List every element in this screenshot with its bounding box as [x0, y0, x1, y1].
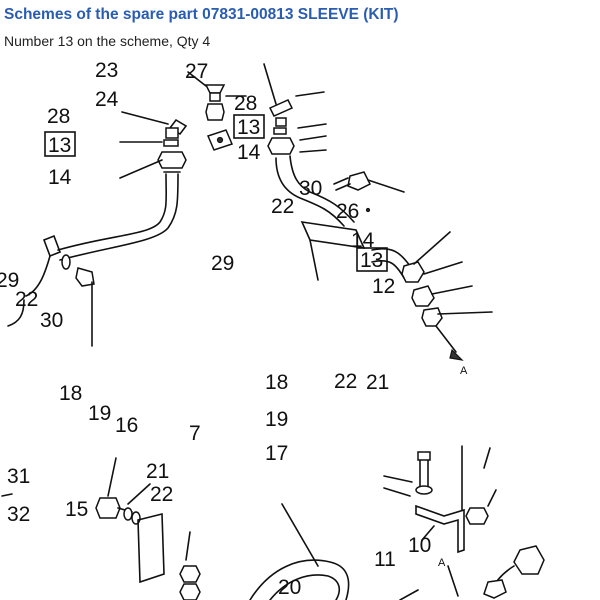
scheme-drawing: 23 27 24 28 28 13 13 13 14 14 14 30 22 2… — [0, 59, 545, 600]
parts-scheme: 23 27 24 28 28 13 13 13 14 14 14 30 22 2… — [0, 55, 600, 600]
callout-27: 27 — [185, 60, 208, 83]
callout-20: 20 — [278, 576, 301, 599]
callout-14: 14 — [48, 166, 72, 189]
callout-13-highlighted: 13 — [360, 249, 383, 272]
callout-29: 29 — [211, 252, 234, 275]
callout-11: 11 — [374, 548, 396, 571]
callout-18: 18 — [265, 371, 288, 394]
callout-21: 21 — [146, 460, 169, 483]
highlight-box-13 — [44, 131, 76, 157]
bolt-assembly-26 — [333, 171, 405, 213]
highlight-box-13 — [356, 247, 388, 272]
center-fitting-assembly — [187, 71, 247, 151]
callout-30: 30 — [299, 177, 322, 200]
callout-17: 17 — [265, 442, 288, 465]
callout-10: 10 — [408, 534, 431, 557]
callout-7: 7 — [189, 422, 201, 445]
callout-22: 22 — [271, 195, 294, 218]
callout-14: 14 — [237, 141, 261, 164]
callout-24: 24 — [95, 88, 119, 111]
lower-pipe-20 — [179, 503, 350, 600]
callout-29: 29 — [0, 269, 19, 292]
callout-28: 28 — [234, 92, 257, 115]
page-title: Schemes of the spare part 07831-00813 SL… — [4, 6, 399, 23]
callout-14: 14 — [351, 229, 375, 252]
arrow-label-a: A — [460, 365, 468, 377]
callout-31: 31 — [7, 465, 30, 488]
callout-22: 22 — [15, 288, 38, 311]
bracket-assembly-10 — [383, 445, 497, 554]
callout-21: 21 — [366, 371, 389, 394]
callout-13-highlighted: 13 — [48, 134, 71, 157]
lower-right-valve — [399, 545, 545, 600]
callout-13-highlighted: 13 — [237, 116, 260, 139]
callout-30: 30 — [40, 309, 63, 332]
leader-lines-right — [413, 231, 493, 315]
right-hose-assembly — [263, 63, 464, 361]
callout-15: 15 — [65, 498, 88, 521]
bolt-assembly-15 — [1, 457, 165, 584]
callout-labels: 23 27 24 28 28 13 13 13 14 14 14 30 22 2… — [0, 59, 468, 599]
callout-32: 32 — [7, 503, 30, 526]
arrow-label-a: A — [438, 557, 446, 569]
part-position-info: Number 13 on the scheme, Qty 4 — [4, 33, 211, 49]
highlight-box-13 — [233, 114, 265, 139]
callout-22: 22 — [334, 370, 357, 393]
callout-26: 26 — [336, 200, 359, 223]
callout-16: 16 — [115, 414, 138, 437]
callout-28: 28 — [47, 105, 70, 128]
callout-12: 12 — [372, 275, 395, 298]
callout-23: 23 — [95, 59, 118, 82]
callout-19: 19 — [265, 408, 288, 431]
callout-18: 18 — [59, 382, 82, 405]
left-hose-assembly — [7, 111, 188, 347]
callout-22: 22 — [150, 483, 173, 506]
callout-19: 19 — [88, 402, 111, 425]
